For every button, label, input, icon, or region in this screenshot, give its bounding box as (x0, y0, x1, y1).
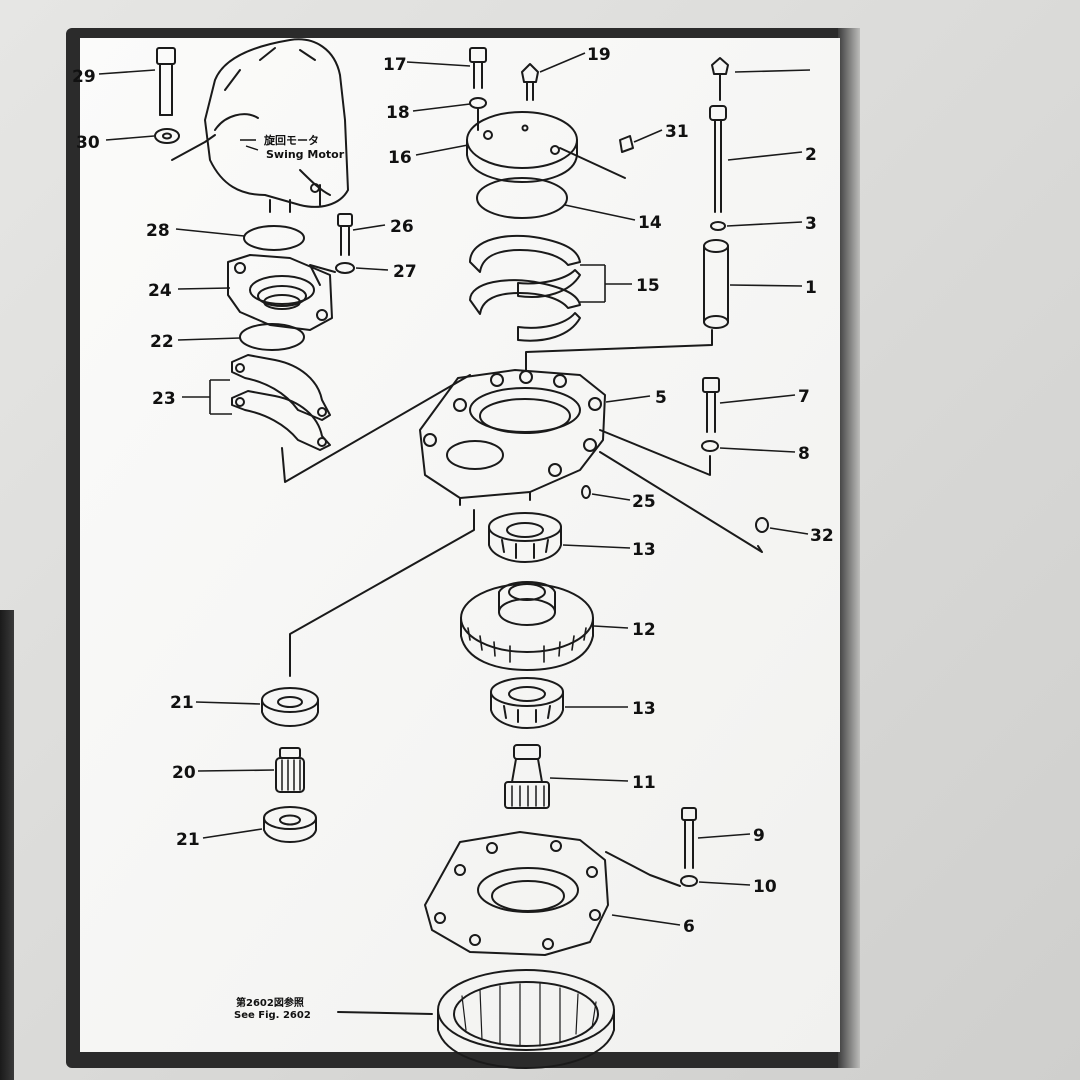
gear-20 (275, 747, 305, 793)
leader-1-to-5 (525, 329, 713, 371)
label-9: 9 (753, 826, 765, 846)
swing-motor-leader (240, 139, 259, 151)
shims-23 (231, 354, 331, 451)
leader-10-to-6 (605, 851, 681, 887)
sleeve-1 (703, 239, 729, 329)
label-10: 10 (753, 877, 777, 897)
label-31: 31 (665, 122, 689, 142)
washer-8 (701, 440, 719, 452)
label-12: 12 (632, 620, 656, 640)
label-22: 22 (150, 332, 174, 352)
ring-gear (437, 969, 615, 1069)
monitor-bezel-edge (0, 610, 14, 1080)
label-13-upper: 13 (632, 540, 656, 560)
label-1: 1 (805, 278, 817, 298)
label-17: 17 (383, 55, 407, 75)
gear-12 (460, 581, 594, 671)
leader-8-to-5 (599, 429, 711, 476)
bolt-29 (156, 47, 176, 116)
swing-motor-jp: 旋回モータ (263, 133, 319, 147)
label-16: 16 (388, 148, 412, 168)
bolt-26 (337, 213, 353, 256)
label-8: 8 (798, 444, 810, 464)
plug-25 (581, 485, 591, 499)
exploded-parts-diagram: 29 30 28 26 27 24 22 23 17 18 19 16 31 1… (72, 38, 840, 1069)
label-21-upper: 21 (170, 693, 194, 713)
bearing-21-upper (261, 687, 319, 727)
plug-32 (755, 517, 769, 533)
label-3: 3 (805, 214, 817, 234)
label-27: 27 (393, 262, 417, 282)
leader-23-to-5 (281, 374, 471, 483)
housing-5 (419, 369, 606, 506)
leader-see-fig (337, 1011, 433, 1015)
washer-30 (154, 128, 180, 144)
half-rings-15 (469, 234, 581, 342)
ring-3 (710, 221, 726, 231)
label-18: 18 (386, 103, 410, 123)
plug-31 (619, 135, 634, 153)
label-21-lower: 21 (176, 830, 200, 850)
label-5: 5 (655, 388, 667, 408)
label-26: 26 (390, 217, 414, 237)
swing-motor-illustration (204, 38, 349, 213)
bearing-13-upper (488, 512, 562, 563)
o-ring-28 (243, 225, 305, 251)
flange-24 (227, 254, 333, 331)
label-32: 32 (810, 526, 834, 546)
label-19: 19 (587, 45, 611, 65)
label-11: 11 (632, 773, 656, 793)
label-25: 25 (632, 492, 656, 512)
bolt-7 (702, 377, 720, 433)
fitting-19 (521, 63, 539, 101)
bearing-13-lower (490, 677, 564, 729)
see-fig-en: See Fig. 2602 (234, 1010, 311, 1021)
leader-27 (309, 264, 336, 286)
label-28: 28 (146, 221, 170, 241)
label-20: 20 (172, 763, 196, 783)
washer-10 (680, 875, 698, 887)
label-15: 15 (636, 276, 660, 296)
leader-lines (98, 52, 811, 926)
bolt-9 (681, 807, 697, 869)
bearing-21-lower (263, 806, 317, 843)
diagram-paper (80, 38, 840, 1052)
label-7: 7 (798, 387, 810, 407)
leader-30-motor (171, 134, 216, 161)
label-30: 30 (76, 133, 100, 153)
label-6: 6 (683, 917, 695, 937)
label-14: 14 (638, 213, 662, 233)
housing-6 (424, 831, 609, 956)
o-ring-14 (476, 177, 568, 219)
frame-shadow (838, 28, 860, 1068)
label-29: 29 (72, 67, 96, 87)
leader-32-to-5 (599, 451, 763, 553)
shaft-2 (709, 57, 729, 213)
label-2: 2 (805, 145, 817, 165)
o-ring-22 (239, 323, 305, 351)
see-fig-jp: 第2602図参照 (236, 996, 304, 1009)
swing-motor-en: Swing Motor (266, 148, 345, 161)
cover-16 (466, 111, 626, 183)
label-13-lower: 13 (632, 699, 656, 719)
bolt-17 (469, 47, 487, 89)
label-23: 23 (152, 389, 176, 409)
label-24: 24 (148, 281, 172, 301)
washer-27 (335, 262, 355, 274)
leader-5-to-21 (289, 509, 475, 677)
shaft-11 (504, 744, 550, 809)
